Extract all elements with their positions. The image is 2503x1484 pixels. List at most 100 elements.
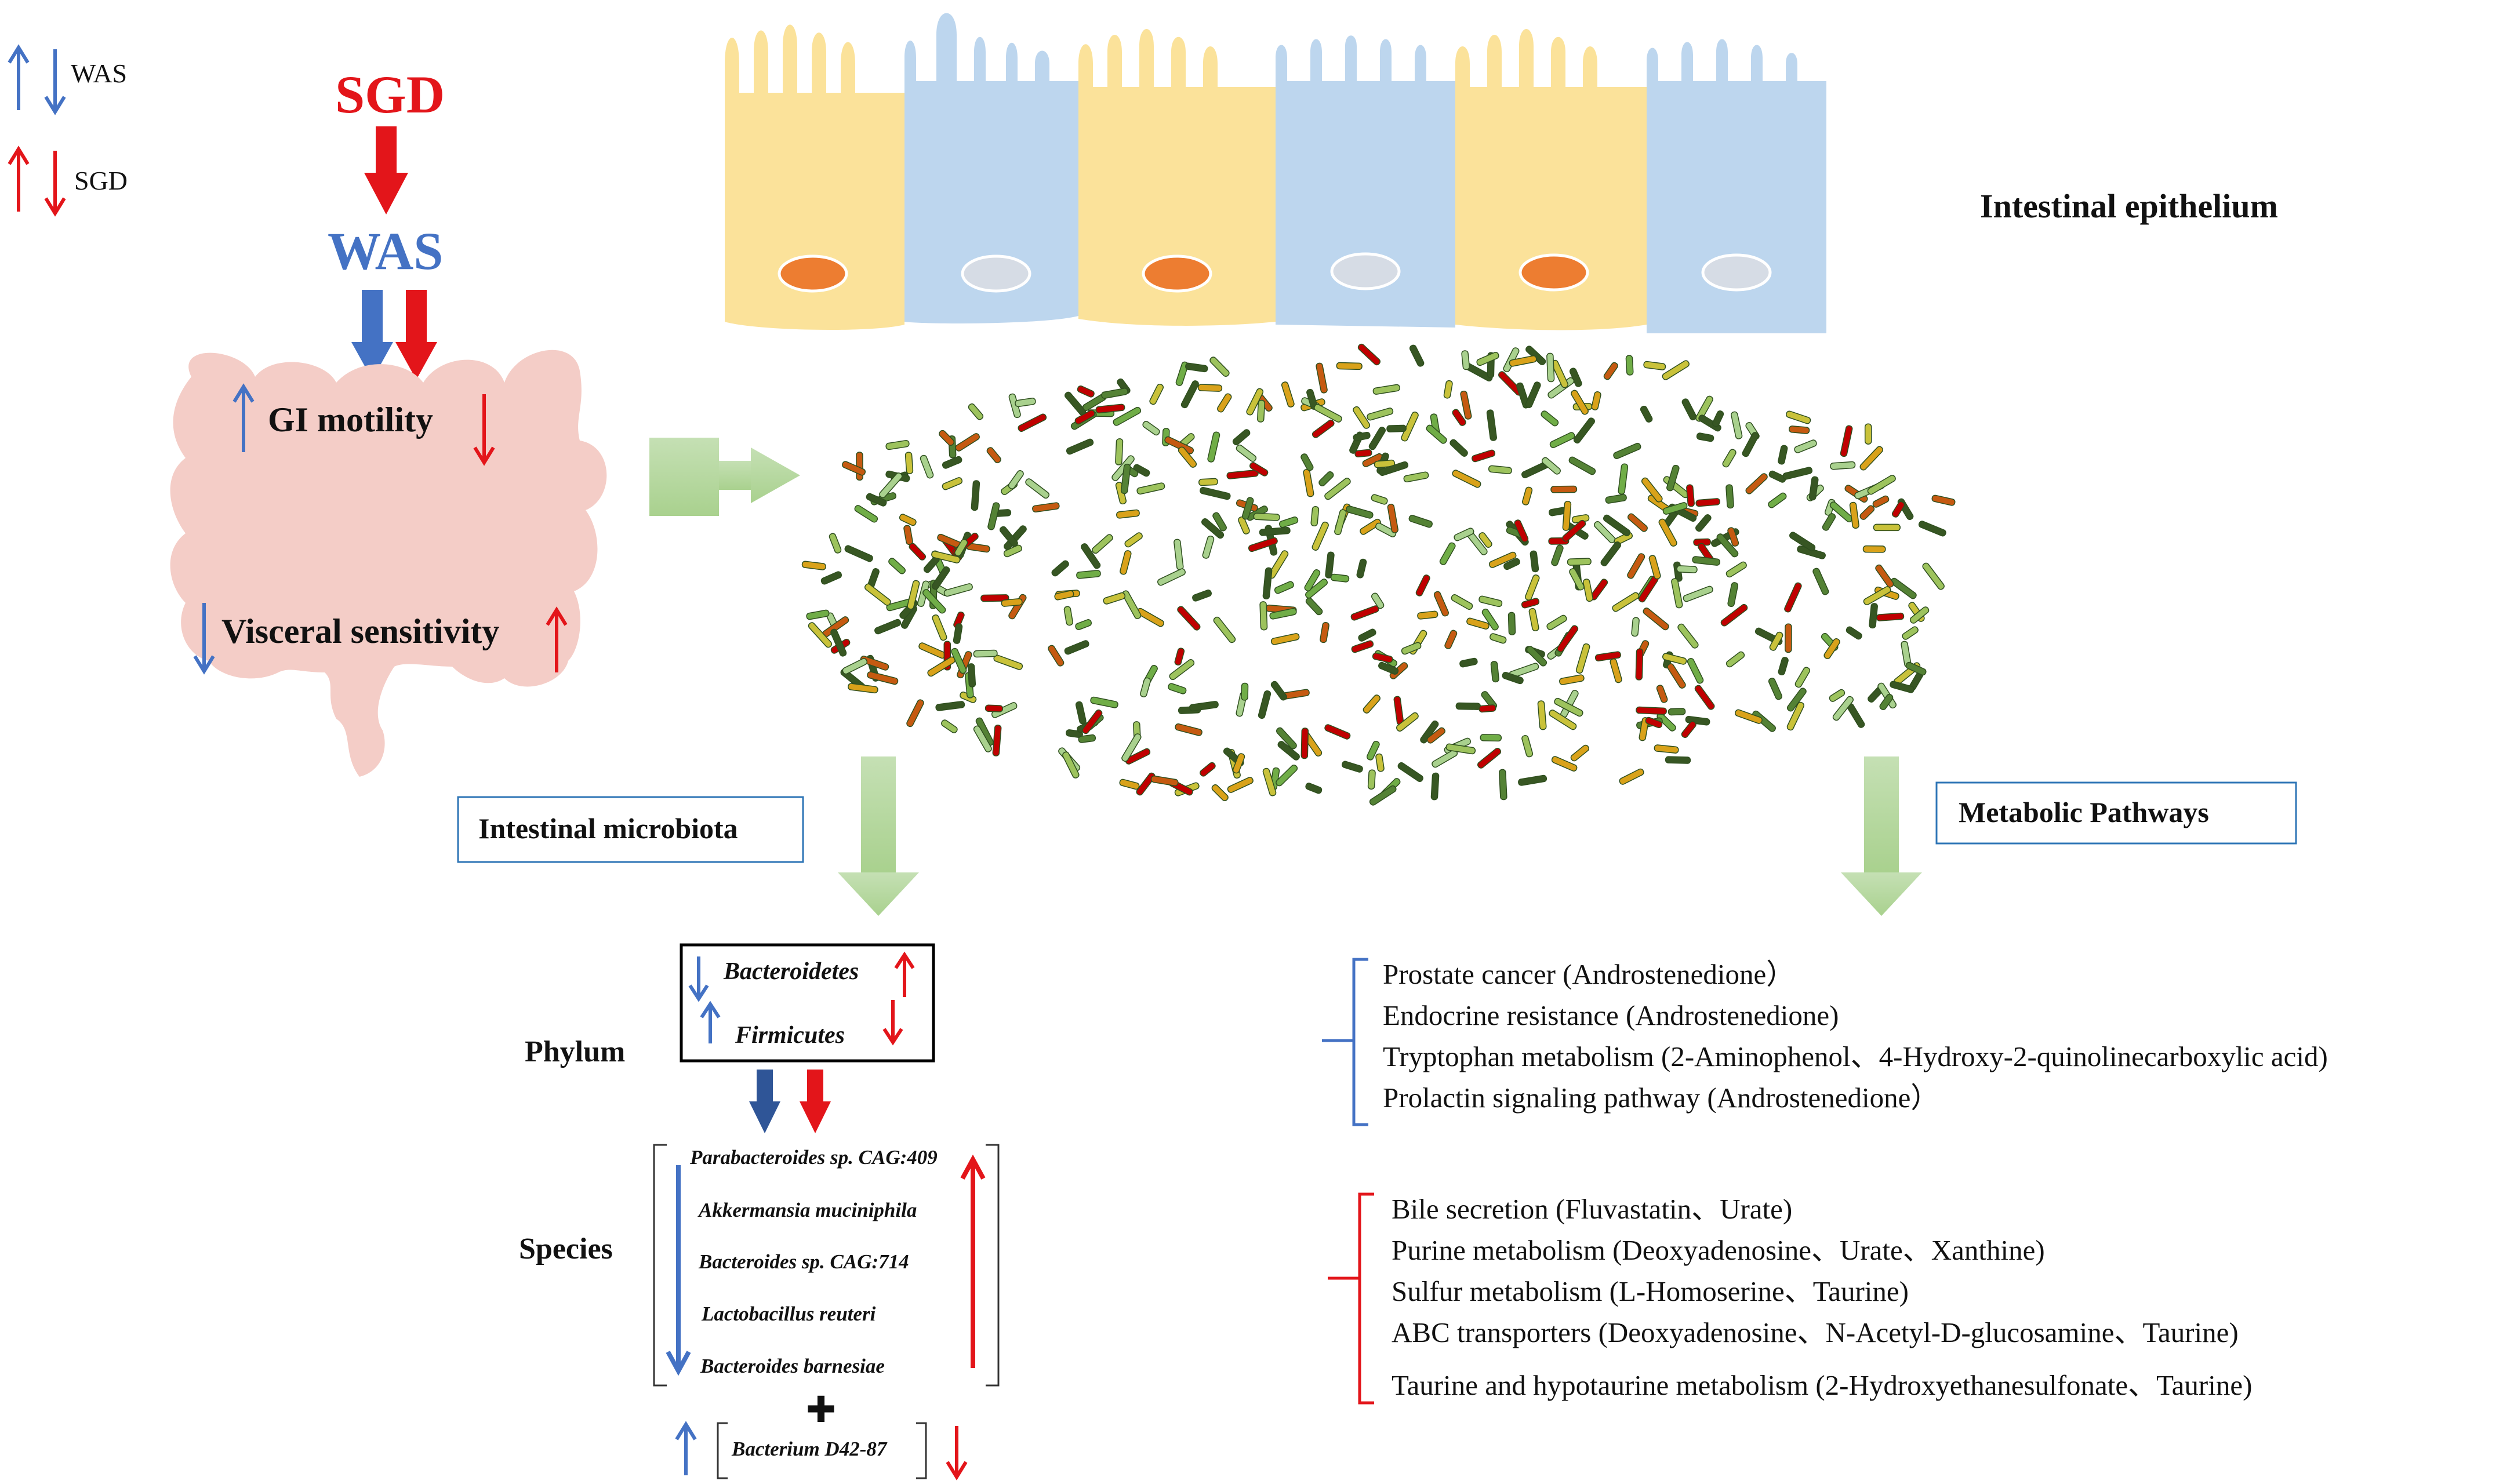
phylum-arrows [688, 951, 915, 1046]
gi-motility-label: GI motility [268, 401, 433, 439]
bacterium [1164, 436, 1194, 454]
bacterium [1277, 741, 1300, 761]
sgd-title: SGD [335, 65, 445, 124]
bacterium [1310, 506, 1320, 526]
bacterium [951, 648, 967, 674]
bacterium [906, 699, 924, 728]
bacterium [1324, 724, 1351, 740]
bacterium [967, 663, 976, 688]
bacterium [1551, 756, 1578, 772]
phylum-level-label: Phylum [525, 1035, 626, 1068]
bacterium [1559, 674, 1585, 685]
bacterium [1226, 469, 1259, 479]
bacterium [1789, 532, 1816, 551]
bacterium [1316, 362, 1328, 394]
bacterium [1541, 457, 1561, 475]
bacterium [1695, 498, 1720, 507]
bacterium [830, 628, 847, 657]
bacterium [1300, 728, 1309, 759]
bacterium [1481, 608, 1499, 631]
bacterium [1375, 753, 1385, 772]
bacterium [1554, 697, 1583, 717]
bacterium [1232, 429, 1251, 446]
plus-icon: ✚ [806, 1388, 836, 1431]
bacterium [1671, 578, 1683, 609]
bacterium [1454, 528, 1474, 541]
bacterium [1351, 640, 1374, 653]
bacterium [1133, 464, 1150, 477]
bacterium [1640, 405, 1653, 423]
bacterium [1066, 438, 1094, 455]
bacterium [1185, 362, 1208, 373]
bacterium [1375, 522, 1397, 537]
bacterium [943, 583, 973, 597]
epithelial-cell [1647, 39, 1826, 333]
bacterium [1270, 633, 1300, 645]
bacterium [1786, 410, 1811, 424]
bacterium [1197, 384, 1223, 392]
bacterium [1875, 564, 1894, 588]
bacterium [1116, 509, 1140, 519]
bacterium [1248, 537, 1278, 552]
bacterium [1478, 532, 1492, 548]
bacterium [971, 480, 980, 511]
bacterium [1840, 425, 1853, 457]
bacterium [1890, 681, 1915, 693]
bacterium [1455, 702, 1481, 710]
bacterium [1528, 608, 1539, 631]
bacterium [1324, 478, 1351, 500]
bacterium [1562, 519, 1586, 542]
bacterium [1101, 388, 1128, 399]
phylum-firmicutes: Firmicutes [735, 1022, 845, 1049]
phylum-bacteroidetes: Bacteroidetes [724, 958, 859, 985]
bacterium [1681, 721, 1696, 739]
bacterium [1433, 591, 1450, 617]
bacterium [1722, 449, 1737, 468]
bacterium [987, 502, 1000, 530]
bacterium [1258, 690, 1272, 719]
pathway-item: Prostate cancer (Androstenedione） [1383, 958, 1795, 990]
bacterium [1300, 453, 1314, 471]
bacterium [1115, 438, 1124, 465]
bacterium [1478, 595, 1503, 608]
bacterium [1249, 462, 1269, 477]
bacterium [999, 526, 1018, 547]
bacterium [1643, 361, 1666, 370]
bacterium [939, 430, 955, 446]
bacterium [1618, 463, 1629, 495]
bacterium [1847, 703, 1865, 728]
bacterium [955, 433, 980, 452]
bacterium [1379, 461, 1409, 477]
species-item: Bacteroides barnesiae [700, 1355, 885, 1377]
bacterium [1829, 689, 1846, 702]
bacterium [1873, 523, 1901, 532]
bacterium [1503, 558, 1520, 570]
bacterium [1367, 408, 1394, 421]
bacterium [1177, 606, 1201, 631]
bacterium [1369, 785, 1397, 806]
bacterium [1582, 579, 1593, 602]
bacterium [1346, 505, 1374, 519]
bacterium [1396, 712, 1419, 732]
bacterium [1476, 351, 1499, 366]
bacterium [1169, 659, 1195, 681]
bacterium [1270, 681, 1287, 701]
bacterium [1625, 355, 1634, 376]
bacterium [1168, 683, 1187, 694]
bacterium [1304, 569, 1321, 592]
bacterium [1525, 381, 1541, 408]
bacterium [1397, 762, 1423, 783]
bacterium [1645, 716, 1663, 729]
bacterium [1725, 561, 1747, 578]
bacterium [1401, 642, 1422, 655]
epithelial-cell [1078, 29, 1276, 326]
bacterium [1666, 464, 1680, 492]
bacterium [1712, 410, 1724, 427]
species-arrows [666, 1154, 986, 1376]
was-to-colon-arrows [351, 290, 437, 380]
bacterium [1200, 762, 1216, 777]
species-item: Bacteroides sp. CAG:714 [699, 1250, 909, 1273]
bacterium [1062, 751, 1080, 779]
bacterium [1569, 568, 1585, 591]
